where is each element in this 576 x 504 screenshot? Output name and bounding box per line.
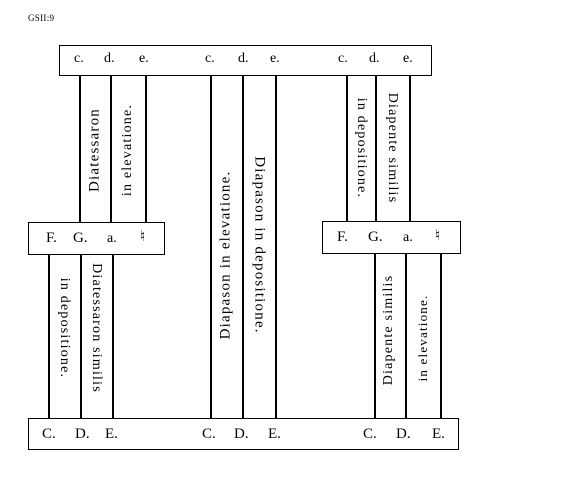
strip-lower-right-diapente-similis: Diapente similis: [381, 274, 396, 386]
bottom-note-d-3: D.: [396, 426, 411, 442]
line-ul-c: [145, 74, 147, 226]
line-ur-b: [375, 74, 377, 222]
line-lr-a: [374, 254, 376, 420]
figure-reference: GSII:9: [28, 13, 55, 23]
mid-right-note-g: G.: [368, 229, 383, 245]
strip-lower-left-diatessaron-similis: Diatessaron similis: [89, 263, 104, 393]
bottom-note-d-1: D.: [75, 426, 90, 442]
line-ll-a: [48, 254, 50, 420]
middle-right-note-box: [322, 221, 461, 254]
mid-left-note-f: F.: [46, 230, 57, 246]
line-c-c: [275, 74, 277, 419]
top-note-c-2: c.: [205, 51, 215, 66]
bottom-note-c-1: C.: [42, 426, 56, 442]
bottom-note-e-1: E.: [105, 426, 118, 442]
line-c-b: [242, 74, 244, 419]
line-ur-a: [346, 74, 348, 222]
strip-upper-right-diapente-similis: Diapente similis: [385, 92, 400, 204]
line-c-a: [210, 74, 212, 419]
line-ur-c: [409, 74, 411, 222]
top-note-e-2: e.: [270, 51, 280, 66]
top-note-c-3: c.: [338, 51, 348, 66]
mid-left-note-g: G.: [73, 230, 88, 246]
bottom-note-d-2: D.: [234, 426, 249, 442]
strip-lower-left-in-depositione: in depositione.: [57, 277, 72, 379]
top-note-d-3: d.: [369, 51, 380, 66]
mid-right-natural-sign: ♮: [435, 228, 441, 244]
strip-lower-right-in-elevatione: in elevatione.: [415, 294, 430, 382]
line-ul-b: [110, 74, 112, 226]
line-lr-c: [440, 254, 442, 420]
strip-center-diapason-depositione: Diapason in depositione.: [251, 156, 268, 334]
mid-left-natural-sign: ♮: [140, 229, 146, 245]
bottom-note-c-3: C.: [363, 426, 377, 442]
top-note-box: [59, 45, 432, 76]
mid-right-note-a: a.: [403, 230, 413, 245]
top-note-c-1: c.: [74, 51, 84, 66]
line-ll-c: [112, 254, 114, 420]
strip-upper-left-diatessaron: Diatessaron: [86, 107, 103, 193]
line-lr-b: [405, 254, 407, 420]
mid-left-note-a: a.: [107, 231, 117, 246]
mid-right-note-f: F.: [337, 229, 348, 245]
top-note-e-1: e.: [139, 51, 149, 66]
bottom-note-e-2: E.: [268, 426, 281, 442]
strip-upper-left-in-elevatione: in elevatione.: [120, 103, 135, 197]
top-note-e-3: e.: [403, 51, 413, 66]
strip-upper-right-in-depositione: in depositione.: [354, 97, 369, 199]
top-note-d-1: d.: [104, 51, 115, 66]
line-ll-b: [80, 254, 82, 420]
strip-center-diapason-elevatione: Diapason in elevatione.: [217, 170, 234, 340]
line-ul-a: [79, 74, 81, 226]
middle-left-note-box: [28, 222, 165, 255]
bottom-note-box: [28, 418, 459, 450]
bottom-note-c-2: C.: [202, 426, 216, 442]
bottom-note-e-3: E.: [432, 426, 445, 442]
top-note-d-2: d.: [238, 51, 249, 66]
